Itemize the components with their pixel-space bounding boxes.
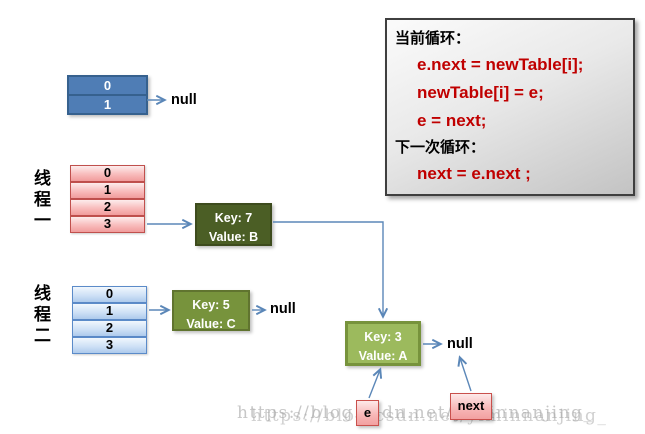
watermark-text-shadow-copy: https://blog.csdn.net/yiminnanjing_ (251, 406, 608, 426)
old-hashtable: 0 1 (67, 75, 148, 115)
pointer-e-box: e (356, 400, 379, 426)
thread2-label: 线程二 (31, 284, 50, 347)
thread2-bucket-1: 1 (72, 303, 147, 320)
thread1-bucket-2: 2 (70, 199, 145, 216)
thread1-label: 线程一 (31, 169, 50, 232)
thread1-table: 0 1 2 3 (70, 165, 145, 233)
thread1-bucket-1: 1 (70, 182, 145, 199)
thread2-bucket-3: 3 (72, 337, 147, 354)
node-key3-key: Key: 3 (364, 330, 402, 344)
null-label-old-table: null (171, 92, 197, 108)
node-key7-key: Key: 7 (214, 211, 253, 225)
pointer-next-box: next (450, 393, 492, 420)
thread2-bucket-2: 2 (72, 320, 147, 337)
thread1-bucket-0: 0 (70, 165, 145, 182)
null-label-key5: null (270, 301, 296, 317)
node-key5: Key: 5 Value: C (172, 290, 250, 331)
node-key7-value: Value: B (208, 229, 259, 244)
null-label-key3: null (447, 336, 473, 352)
code-panel: 当前循环： e.next = newTable[i]; newTable[i] … (385, 18, 635, 196)
arrow-next-to-null (457, 355, 472, 392)
old-bucket-1: 1 (69, 94, 146, 113)
node-key3: Key: 3 Value: A (345, 321, 421, 366)
thread2-table: 0 1 2 3 (72, 286, 147, 354)
thread2-bucket-0: 0 (72, 286, 147, 303)
code-line-current-loop: 当前循环： (395, 30, 471, 47)
old-bucket-0: 0 (103, 78, 112, 93)
code-line-enext-assign: e.next = newTable[i]; (417, 55, 584, 75)
thread1-bucket-3: 3 (70, 216, 145, 233)
code-line-next-loop: 下一次循环： (395, 139, 486, 157)
node-key3-value: Value: A (358, 348, 408, 363)
node-key5-key: Key: 5 (192, 298, 230, 312)
code-line-next-assign: next = e.next ; (417, 164, 531, 184)
node-key7: Key: 7 Value: B (195, 203, 272, 246)
arrow-e-to-key3 (368, 367, 383, 399)
code-line-newtable-assign: newTable[i] = e; (417, 82, 544, 102)
watermark-text: https://blog.csdn.net/yiminnanjing_ (237, 403, 594, 423)
node-key5-value: Value: C (186, 316, 236, 331)
code-line-e-assign: e = next; (417, 110, 487, 130)
